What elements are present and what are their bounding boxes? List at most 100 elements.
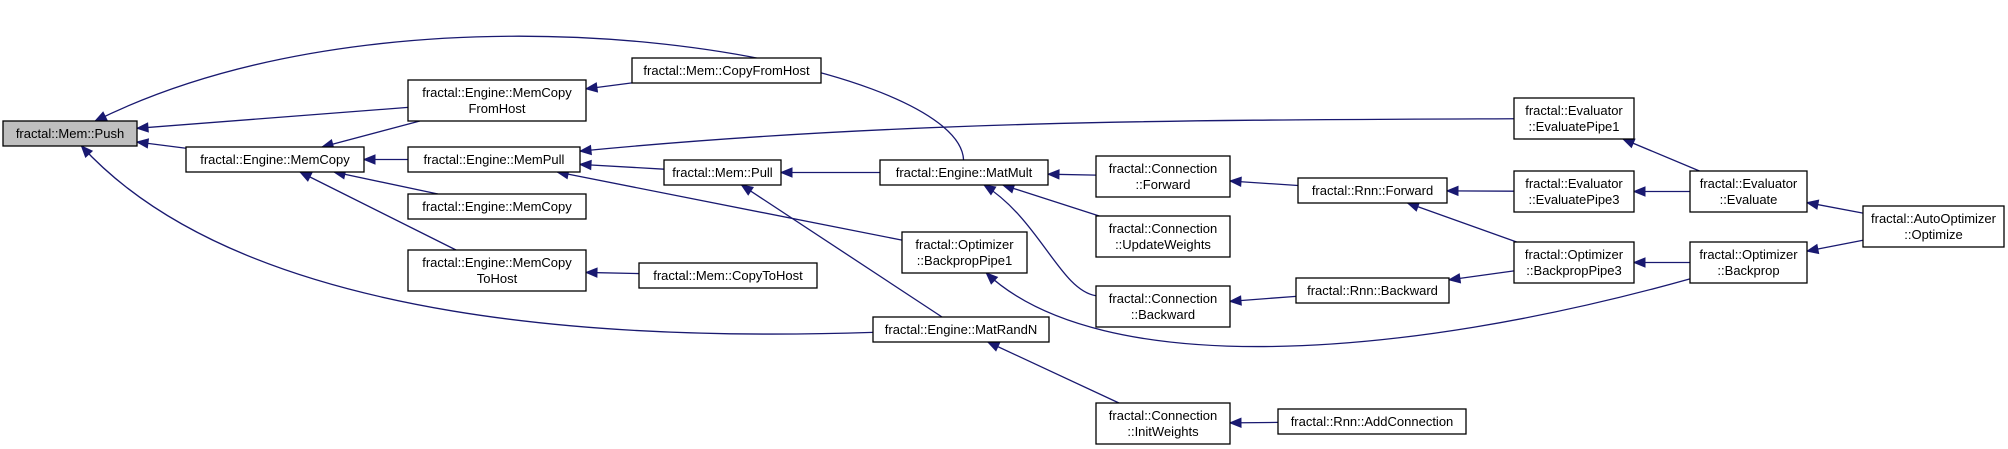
node-push[interactable]: fractal::Mem::Push bbox=[2, 120, 138, 147]
edge-line bbox=[94, 35, 965, 161]
edge-arrowhead bbox=[135, 122, 149, 133]
edge-engine-mempull-to-engine-memcopy bbox=[362, 154, 408, 165]
edge-line bbox=[1407, 202, 1517, 243]
node-conn-forward[interactable]: fractal::Connection::Forward bbox=[1095, 155, 1231, 198]
edge-line bbox=[741, 184, 943, 318]
node-label: ::Backward bbox=[1131, 307, 1195, 322]
edge-arrowhead bbox=[982, 184, 997, 196]
node-label: ::InitWeights bbox=[1127, 424, 1199, 439]
edge-mem-pull-to-engine-mempull bbox=[578, 159, 665, 171]
node-label: fractal::Engine::MemPull bbox=[424, 152, 565, 167]
node-engine-memcopy[interactable]: fractal::Engine::MemCopy bbox=[185, 146, 365, 173]
node-rnn-backward[interactable]: fractal::Rnn::Backward bbox=[1295, 277, 1450, 304]
node-label: fractal::Evaluator bbox=[1525, 176, 1623, 191]
node-box bbox=[872, 316, 1050, 343]
node-mem-pull[interactable]: fractal::Mem::Pull bbox=[663, 159, 782, 186]
node-engine-mempull[interactable]: fractal::Engine::MemPull bbox=[407, 146, 581, 173]
edge-arrowhead bbox=[584, 267, 598, 278]
node-box bbox=[1513, 241, 1635, 284]
node-box bbox=[879, 159, 1049, 186]
node-conn-initweights[interactable]: fractal::Connection::InitWeights bbox=[1095, 402, 1231, 445]
node-box bbox=[1513, 97, 1635, 140]
node-box bbox=[1513, 170, 1635, 213]
edge-eval-evaluate-to-eval-pipe1 bbox=[1621, 138, 1700, 172]
node-conn-updateweights[interactable]: fractal::Connection::UpdateWeights bbox=[1095, 215, 1231, 258]
edge-arrowhead bbox=[298, 171, 313, 182]
node-label: fractal::Mem::CopyToHost bbox=[653, 268, 803, 283]
node-box bbox=[1095, 155, 1231, 198]
edge-line bbox=[299, 171, 457, 251]
edge-mem-copyfromhost-to-memcopy-fromhost bbox=[584, 82, 633, 93]
edge-conn-initweights-to-matrandn bbox=[986, 341, 1120, 404]
edge-autoopt-optimize-to-eval-evaluate bbox=[1805, 199, 1864, 214]
edge-memcopy-fromhost-to-push bbox=[135, 106, 409, 133]
edge-line bbox=[987, 341, 1120, 404]
edge-arrowhead bbox=[94, 111, 108, 122]
edges-layer bbox=[80, 35, 1864, 428]
edge-conn-updateweights-to-matmult bbox=[1001, 183, 1100, 217]
edge-line bbox=[136, 106, 409, 129]
edge-arrowhead bbox=[135, 138, 150, 149]
node-opt-backprop[interactable]: fractal::Optimizer::Backprop bbox=[1689, 241, 1808, 284]
node-eval-pipe3[interactable]: fractal::Evaluator::EvaluatePipe3 bbox=[1513, 170, 1635, 213]
node-label: fractal::Mem::Pull bbox=[672, 165, 773, 180]
node-box bbox=[407, 146, 581, 173]
node-label: fractal::Optimizer bbox=[915, 237, 1014, 252]
edge-eval-pipe3-to-rnn-forward bbox=[1445, 185, 1515, 197]
edge-line bbox=[985, 272, 1691, 348]
edge-arrowhead bbox=[1046, 169, 1060, 180]
node-label: ::EvaluatePipe1 bbox=[1528, 119, 1619, 134]
node-label: fractal::Engine::MatMult bbox=[896, 165, 1033, 180]
edge-arrowhead bbox=[1228, 295, 1242, 306]
node-label: fractal::Engine::MemCopy bbox=[422, 255, 572, 270]
node-mem-copytohost[interactable]: fractal::Mem::CopyToHost bbox=[638, 262, 818, 289]
node-label: ToHost bbox=[477, 271, 518, 286]
node-opt-backproppipe3[interactable]: fractal::Optimizer::BackpropPipe3 bbox=[1513, 241, 1635, 284]
node-opt-backproppipe1[interactable]: fractal::Optimizer::BackpropPipe1 bbox=[901, 231, 1028, 274]
edge-line bbox=[321, 120, 421, 148]
node-eval-pipe1[interactable]: fractal::Evaluator::EvaluatePipe1 bbox=[1513, 97, 1635, 140]
edge-mem-copytohost-to-memcopy-tohost bbox=[584, 267, 640, 278]
edge-eval-evaluate-to-eval-pipe3 bbox=[1632, 186, 1690, 197]
node-label: fractal::Connection bbox=[1109, 291, 1217, 306]
edge-memcopy-tohost-to-engine-memcopy bbox=[298, 171, 457, 251]
node-autoopt-optimize[interactable]: fractal::AutoOptimizer::Optimize bbox=[1862, 205, 2005, 248]
node-conn-backward[interactable]: fractal::Connection::Backward bbox=[1095, 285, 1231, 328]
edge-arrowhead bbox=[1406, 201, 1421, 212]
node-label: fractal::Rnn::Forward bbox=[1312, 183, 1433, 198]
edge-arrowhead bbox=[80, 145, 94, 159]
node-rnn-addconnection[interactable]: fractal::Rnn::AddConnection bbox=[1277, 408, 1467, 435]
node-eval-evaluate[interactable]: fractal::Evaluator::Evaluate bbox=[1689, 170, 1808, 213]
edge-line bbox=[1002, 184, 1100, 217]
node-box bbox=[407, 249, 587, 292]
node-rnn-forward[interactable]: fractal::Rnn::Forward bbox=[1297, 177, 1448, 204]
node-matmult[interactable]: fractal::Engine::MatMult bbox=[879, 159, 1049, 186]
node-box bbox=[1095, 402, 1231, 445]
node-box bbox=[1095, 285, 1231, 328]
edge-line bbox=[579, 118, 1515, 152]
edge-arrowhead bbox=[578, 159, 592, 171]
node-label: ::EvaluatePipe3 bbox=[1528, 192, 1619, 207]
node-label: fractal::AutoOptimizer bbox=[1871, 211, 1997, 226]
edge-arrowhead bbox=[1447, 273, 1462, 284]
edge-matrandn-to-mem-pull bbox=[740, 184, 943, 318]
node-label: fractal::Engine::MemCopy bbox=[422, 199, 572, 214]
edge-line bbox=[333, 171, 439, 195]
node-mem-copyfromhost[interactable]: fractal::Mem::CopyFromHost bbox=[631, 57, 822, 84]
edge-arrowhead bbox=[1632, 186, 1646, 197]
edge-arrowhead bbox=[1632, 257, 1646, 268]
edge-arrowhead bbox=[362, 154, 376, 165]
edge-arrowhead bbox=[986, 341, 1001, 352]
edge-arrowhead bbox=[740, 184, 754, 196]
node-matrandn[interactable]: fractal::Engine::MatRandN bbox=[872, 316, 1050, 343]
node-label: fractal::Rnn::AddConnection bbox=[1291, 414, 1454, 429]
edge-arrowhead bbox=[1805, 199, 1820, 210]
node-box bbox=[407, 193, 587, 220]
node-engine-memcopy2[interactable]: fractal::Engine::MemCopy bbox=[407, 193, 587, 220]
edge-autoopt-optimize-to-opt-backprop bbox=[1805, 239, 1864, 255]
node-box bbox=[2, 120, 138, 147]
edge-engine-memcopy-to-push bbox=[135, 138, 187, 149]
